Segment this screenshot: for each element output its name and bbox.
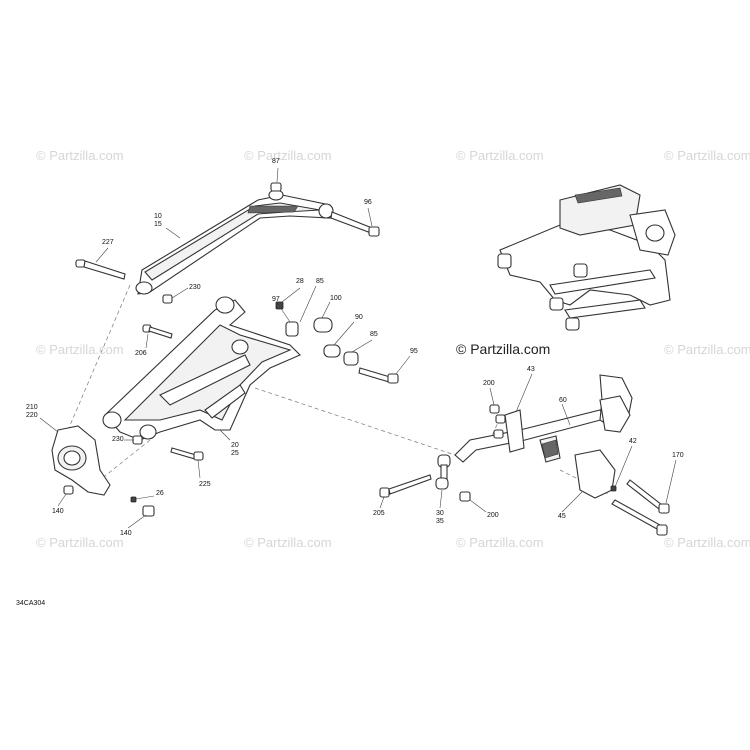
leader-line <box>489 387 495 406</box>
watermark: © Partzilla.com <box>36 535 124 550</box>
bolt-96 <box>330 211 380 237</box>
callout-85: 85 <box>316 278 324 285</box>
leader-line <box>165 227 181 239</box>
watermark: © Partzilla.com <box>456 535 544 550</box>
leader-line <box>299 285 317 323</box>
callout-97: 97 <box>272 296 280 303</box>
callout-42: 42 <box>629 438 637 445</box>
watermark: © Partzilla.com <box>664 342 750 357</box>
leader-line <box>219 429 231 441</box>
watermark: © Partzilla.com <box>664 535 750 550</box>
lower-a-arm <box>102 296 301 441</box>
bolt-206 <box>142 324 173 339</box>
leader-line <box>614 445 633 488</box>
leader-line <box>333 321 355 346</box>
leader-line <box>57 493 67 507</box>
leader-line <box>281 287 301 303</box>
leader-line <box>197 459 201 479</box>
nut-140 <box>142 505 155 517</box>
leader-line <box>171 287 189 299</box>
sway-bar-bracket <box>574 395 631 499</box>
callout-85: 85 <box>370 331 378 338</box>
bushing-set <box>275 301 359 366</box>
watermark: © Partzilla.com <box>36 342 124 357</box>
leader-line <box>277 303 291 323</box>
assembled-view <box>497 184 676 331</box>
leader-line <box>561 403 571 426</box>
watermark: © Partzilla.com <box>664 148 750 163</box>
leader-line <box>515 373 533 413</box>
callout-87: 87 <box>272 158 280 165</box>
callout-227: 227 <box>102 239 114 246</box>
callout-26: 26 <box>156 490 164 497</box>
callout-10-15: 10 15 <box>154 213 162 228</box>
leader-line <box>127 514 147 529</box>
leader-line <box>469 499 487 513</box>
leader-line <box>379 496 385 509</box>
callout-230: 230 <box>112 436 124 443</box>
bolt-170 <box>610 479 670 536</box>
watermark: © Partzilla.com <box>36 148 124 163</box>
callout-210-220: 210 220 <box>26 404 38 419</box>
callout-140: 140 <box>52 508 64 515</box>
upper-a-arm <box>135 189 334 295</box>
bolt-205 <box>379 474 432 498</box>
callout-95: 95 <box>410 348 418 355</box>
callout-45: 45 <box>558 513 566 520</box>
nut-230 <box>132 435 143 445</box>
leader-line <box>276 167 279 183</box>
leader-line <box>367 207 373 227</box>
callout-90: 90 <box>355 314 363 321</box>
callout-30-35: 30 35 <box>436 510 444 525</box>
bracket-43 <box>504 409 525 453</box>
diagram-code: 34CA304 <box>16 600 46 607</box>
leader-line <box>665 459 677 504</box>
watermark: © Partzilla.com <box>456 148 544 163</box>
callout-206: 206 <box>135 350 147 357</box>
watermark: © Partzilla.com <box>244 148 332 163</box>
callout-100: 100 <box>330 295 342 302</box>
callout-200: 200 <box>483 380 495 387</box>
callout-60: 60 <box>559 397 567 404</box>
callout-170: 170 <box>672 452 684 459</box>
callout-200: 200 <box>487 512 499 519</box>
leader-line <box>561 491 583 513</box>
leader-line <box>351 339 373 353</box>
knuckle <box>51 425 111 496</box>
callout-96: 96 <box>364 199 372 206</box>
callout-205: 205 <box>373 510 385 517</box>
bolt-227 <box>75 259 126 280</box>
sway-bar-link <box>435 454 451 490</box>
watermark: © Partzilla.com <box>244 535 332 550</box>
nut-230 <box>162 294 173 304</box>
assembly-guide-line <box>99 439 151 481</box>
bolt-225 <box>170 447 204 461</box>
leader-line <box>439 489 443 509</box>
leader-line <box>135 495 155 500</box>
callout-230: 230 <box>189 284 201 291</box>
assembly-guide-line <box>67 284 131 431</box>
leader-line <box>39 417 59 433</box>
assembly-guide-line <box>559 469 611 496</box>
leader-line <box>145 333 149 349</box>
callout-43: 43 <box>527 366 535 373</box>
assembly-guide-line <box>254 387 456 456</box>
nut-87 <box>270 182 282 192</box>
callout-20-25: 20 25 <box>231 442 239 457</box>
bolt-95 <box>358 367 399 384</box>
leader-line <box>395 355 411 375</box>
leader-line <box>321 301 331 319</box>
nut-200 <box>459 404 506 502</box>
callout-28: 28 <box>296 278 304 285</box>
leader-line <box>95 247 109 263</box>
callout-225: 225 <box>199 481 211 488</box>
nut-26 <box>130 496 137 503</box>
callout-140: 140 <box>120 530 132 537</box>
watermark-primary: © Partzilla.com <box>456 341 551 357</box>
